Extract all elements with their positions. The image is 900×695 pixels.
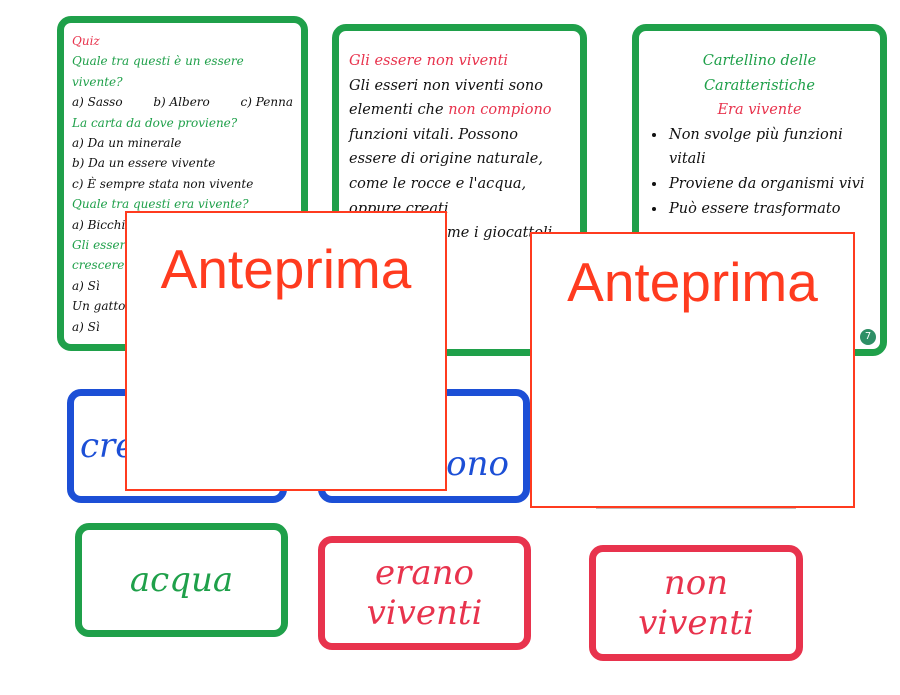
quiz-option: a) Sì [72, 319, 100, 334]
word-erano-viventi: erano viventi [366, 553, 483, 633]
quiz-question-3: Quale tra questi era vivente? [72, 197, 249, 212]
card-edge [596, 508, 796, 509]
word-acqua: acqua [129, 560, 234, 600]
quiz-question-4: Gli esser [72, 238, 126, 253]
quiz-option: a) Sì [72, 278, 100, 293]
nonliving-title: Gli essere non viventi [349, 53, 509, 69]
list-item: Proviene da organismi vivi [667, 172, 870, 197]
quiz-question-2: La carta da dove proviene? [72, 115, 238, 130]
preview-overlay-2: Anteprima [530, 232, 855, 508]
word-ono: ono [446, 444, 509, 484]
quiz-option: c) Penna [240, 95, 293, 110]
quiz-options-1: a) Sasso b) Albero c) Penna [72, 92, 293, 112]
preview-label: Anteprima [567, 251, 818, 313]
nonliving-text-part: funzioni vitali. Possono essere di origi… [349, 126, 543, 217]
word-card-non-viventi: non viventi [589, 545, 803, 661]
quiz-option: a) Da un minerale [72, 136, 182, 151]
quiz-option: b) Albero [153, 95, 210, 110]
nonliving-text-cont: me i giocattoli [447, 225, 553, 242]
quiz-question-1: Quale tra questi è un essere vivente? [72, 54, 244, 89]
nonliving-text-part: Gli esseri non viventi sono elementi che [349, 77, 543, 119]
nonliving-text: Gli esseri non viventi sono elementi che… [349, 74, 570, 222]
characteristics-subtitle: Era vivente [717, 102, 802, 119]
list-item: Può essere trasformato [667, 197, 870, 222]
characteristics-title: Cartellino delle Caratteristiche [702, 53, 817, 94]
quiz-question-5: Un gatto [72, 299, 126, 314]
quiz-option: b) Da un essere vivente [72, 156, 216, 171]
quiz-title: Quiz [72, 34, 100, 48]
quiz-option: c) È sempre stata non vivente [72, 176, 254, 191]
word-card-acqua: acqua [75, 523, 288, 637]
quiz-question-4-cont: crescere? [72, 258, 131, 273]
quiz-option: a) Sasso [72, 95, 123, 110]
word-card-erano-viventi: erano viventi [318, 536, 531, 650]
word-non-viventi: non viventi [638, 563, 754, 643]
page-number-badge: 7 [860, 329, 876, 345]
preview-overlay-1: Anteprima [125, 211, 447, 491]
nonliving-highlight: non compiono [448, 102, 552, 119]
characteristics-list: Non svolge più funzioni vitali Proviene … [649, 123, 870, 221]
preview-label: Anteprima [160, 238, 412, 300]
list-item: Non svolge più funzioni vitali [667, 123, 870, 172]
quiz-option: a) Bicchi [72, 217, 126, 232]
